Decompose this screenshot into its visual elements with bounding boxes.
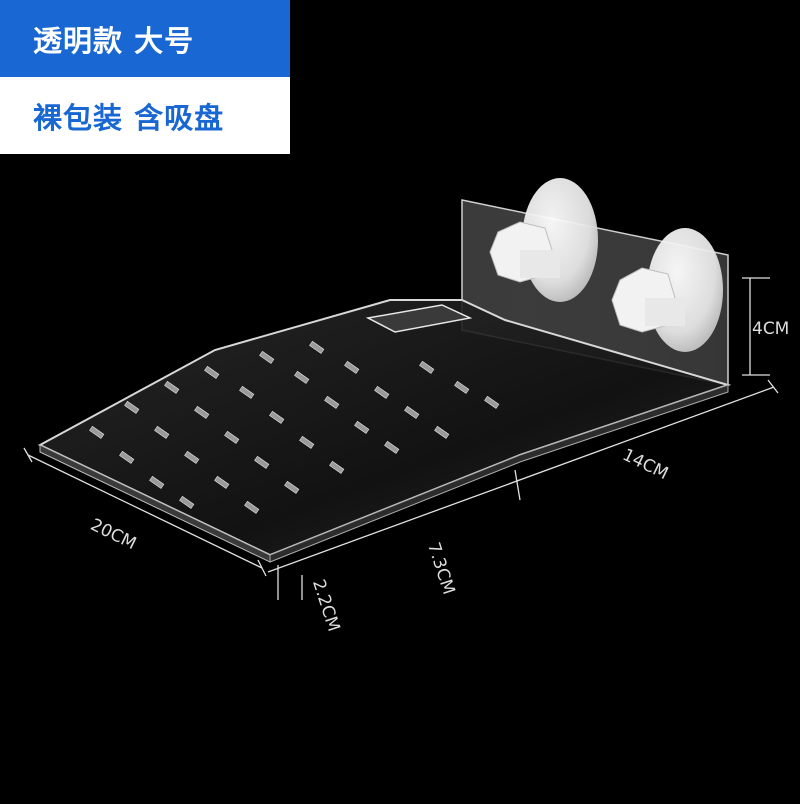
- dimension-lines: [23, 277, 779, 600]
- variant-badge: 透明款 大号: [0, 0, 290, 77]
- packaging-badge: 裸包装 含吸盘: [0, 77, 290, 154]
- feeding-well: [365, 304, 473, 333]
- ramp-slots: [89, 340, 500, 514]
- plate-side-edge: [269, 384, 729, 563]
- dimension-height-label: 4CM: [752, 319, 790, 339]
- suction-cup-left: [489, 178, 598, 302]
- suction-cup-right: [611, 228, 723, 352]
